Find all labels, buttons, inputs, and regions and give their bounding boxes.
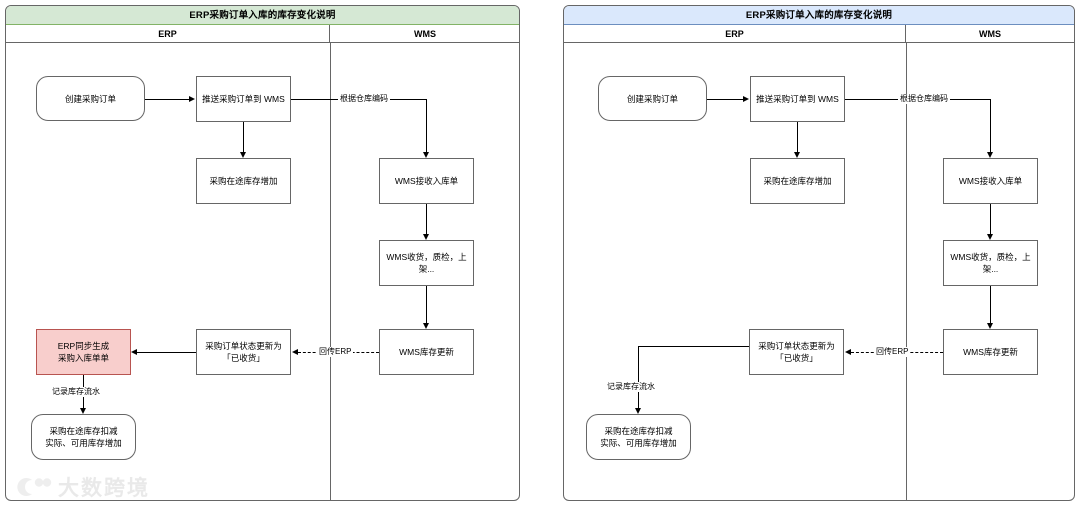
edge-create-to-push-left <box>145 99 189 100</box>
arrowhead-push-to-wms-right <box>987 152 993 158</box>
edge-push-to-wms-v-right <box>990 99 991 152</box>
arrowhead-create-to-push-left <box>189 95 195 102</box>
lane-header-erp-right: ERP <box>564 25 906 43</box>
node-push-po-right: 推送采购订单到 WMS <box>750 76 845 122</box>
node-in-transit-add-right: 采购在途库存增加 <box>750 158 845 204</box>
node-erp-sync-inbound-left: ERP同步生成 采购入库单单 <box>36 329 131 375</box>
edge-wmsops-to-stockupd-left <box>426 286 427 323</box>
arrowhead-create-to-push-right <box>743 95 749 102</box>
diagram-panel-right: ERP采购订单入库的库存变化说明 ERP WMS 创建采购订单 推送采购订单到 … <box>563 5 1075 501</box>
edge-label-record-flow-right: 记录库存流水 <box>605 382 657 392</box>
watermark-text-left: 大数跨境 <box>58 477 150 500</box>
node-create-po-right: 创建采购订单 <box>598 76 707 121</box>
node-stock-change-right: 采购在途库存扣减 实际、可用库存增加 <box>586 414 691 460</box>
node-po-status-received-right: 采购订单状态更新为 「已收货」 <box>749 329 844 375</box>
edge-wmsrecv-to-wmsops-right <box>990 204 991 234</box>
edge-push-to-transit-left <box>243 122 244 152</box>
dashu-logo-icon <box>17 478 52 496</box>
edge-label-warehouse-code-left: 根据仓库编码 <box>338 94 390 104</box>
lane-divider-left <box>330 43 331 501</box>
arrowhead-wmsrecv-to-wmsops-left <box>423 234 429 240</box>
edge-push-to-transit-right <box>797 122 798 152</box>
diagram-panel-left: ERP采购订单入库的库存变化说明 ERP WMS 创建采购订单 推送采购订单到 … <box>5 5 520 501</box>
edge-wmsrecv-to-wmsops-left <box>426 204 427 234</box>
arrowhead-postatus-to-erpsync-left <box>131 348 137 355</box>
lane-header-wms-right: WMS <box>906 25 1074 43</box>
edge-postatus-down-v-right <box>638 346 639 408</box>
arrowhead-wmsops-to-stockupd-left <box>423 323 429 329</box>
lane-header-erp-left: ERP <box>6 25 330 43</box>
arrowhead-wmsops-to-stockupd-right <box>987 323 993 329</box>
edge-push-to-wms-v-left <box>426 99 427 152</box>
node-create-po-left: 创建采购订单 <box>36 76 145 121</box>
arrowhead-callback-erp-right <box>845 348 851 355</box>
node-push-po-left: 推送采购订单到 WMS <box>196 76 291 122</box>
node-wms-receive-order-right: WMS接收入库单 <box>943 158 1038 204</box>
edge-label-warehouse-code-right: 根据仓库编码 <box>898 94 950 104</box>
node-wms-ops-left: WMS收货，质检，上 架... <box>379 240 474 286</box>
arrowhead-push-to-transit-right <box>793 152 800 158</box>
arrowhead-push-to-wms-left <box>423 152 429 158</box>
edge-create-to-push-right <box>707 99 743 100</box>
node-in-transit-add-left: 采购在途库存增加 <box>196 158 291 204</box>
node-wms-stock-update-left: WMS库存更新 <box>379 329 474 375</box>
watermark-left: 大数跨境 <box>14 472 150 502</box>
arrowhead-wmsrecv-to-wmsops-right <box>987 234 993 240</box>
edge-postatus-left-h-right <box>638 346 749 347</box>
edge-label-callback-erp-left: 回传ERP <box>317 347 354 357</box>
panel-title-right: ERP采购订单入库的库存变化说明 <box>564 6 1074 25</box>
edge-wmsops-to-stockupd-right <box>990 286 991 323</box>
edge-postatus-to-erpsync-left <box>137 352 196 353</box>
lane-header-wms-left: WMS <box>330 25 520 43</box>
node-wms-stock-update-right: WMS库存更新 <box>943 329 1038 375</box>
node-wms-ops-right: WMS收货，质检，上 架... <box>943 240 1038 286</box>
arrowhead-postatus-to-stockchange-right <box>635 408 641 414</box>
edge-label-record-flow-left: 记录库存流水 <box>50 387 102 397</box>
node-wms-receive-order-left: WMS接收入库单 <box>379 158 474 204</box>
arrowhead-push-to-transit-left <box>239 152 246 158</box>
edge-label-callback-erp-right: 回传ERP <box>874 347 911 357</box>
panel-title-left: ERP采购订单入库的库存变化说明 <box>6 6 519 25</box>
lane-divider-right <box>906 43 907 501</box>
node-stock-change-left: 采购在途库存扣减 实际、可用库存增加 <box>31 414 136 460</box>
arrowhead-callback-erp-left <box>292 348 298 355</box>
node-po-status-received-left: 采购订单状态更新为 「已收货」 <box>196 329 291 375</box>
arrowhead-erpsync-to-stockchange-left <box>80 408 86 414</box>
